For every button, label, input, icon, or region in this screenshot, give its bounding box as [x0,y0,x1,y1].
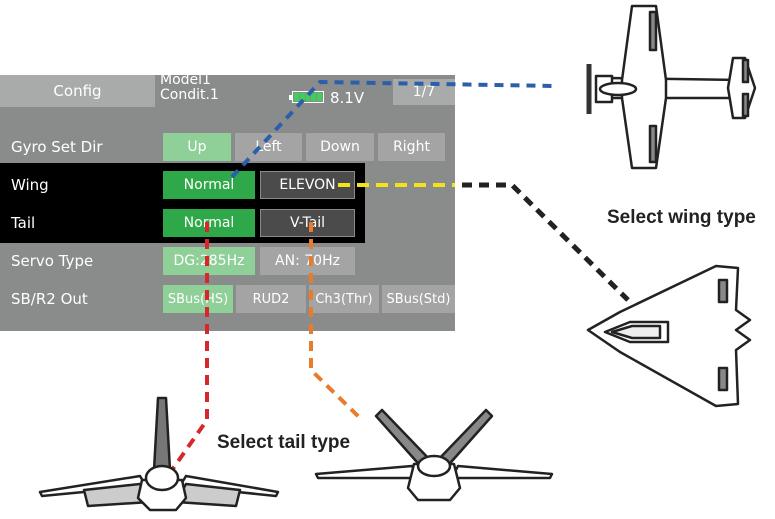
normal-tail-icon [38,396,280,512]
wing-elevon-button[interactable]: ELEVON [260,171,355,199]
gyro-dir-up-button[interactable]: Up [163,133,231,161]
voltage-readout: 8.1V [330,89,365,107]
red-leader-line [170,222,209,472]
transmitter-screen: Config Model1 Condit.1 8.1V 1/7 Gyro Set… [0,73,455,331]
black-leader-line [462,182,630,302]
rud2-button[interactable]: RUD2 [236,285,306,313]
ch3-thr-button[interactable]: Ch3(Thr) [309,285,379,313]
tail-v-tail-button[interactable]: V-Tail [260,209,355,237]
battery-icon [289,91,324,103]
model-info: Model1 Condit.1 [160,73,219,103]
sb-r2-out-label: SB/R2 Out [11,290,88,308]
gyro-dir-down-button[interactable]: Down [306,133,374,161]
normal-wing-plane-icon [586,4,757,170]
select-tail-type-caption: Select tail type [217,432,351,453]
config-tab[interactable]: Config [0,75,155,107]
gyro-dir-right-button[interactable]: Right [378,133,445,161]
condition-name: Condit.1 [160,87,219,103]
wing-label: Wing [11,176,49,194]
wing-normal-button[interactable]: Normal [163,171,255,199]
blue-leader-line [230,79,556,179]
orange-leader-line [309,222,364,422]
model-name: Model1 [160,72,211,88]
delta-elevon-plane-icon [586,264,752,408]
sbus-hs-button[interactable]: SBus(HS) [163,285,233,313]
servo-analog-button[interactable]: AN: 70Hz [260,247,355,275]
v-tail-icon [314,408,554,502]
gyro-set-dir-label: Gyro Set Dir [11,138,103,156]
select-wing-type-caption: Select wing type [607,207,756,228]
sbus-std-button[interactable]: SBus(Std) [382,285,455,313]
tail-label: Tail [11,214,36,232]
servo-type-label: Servo Type [11,252,94,270]
